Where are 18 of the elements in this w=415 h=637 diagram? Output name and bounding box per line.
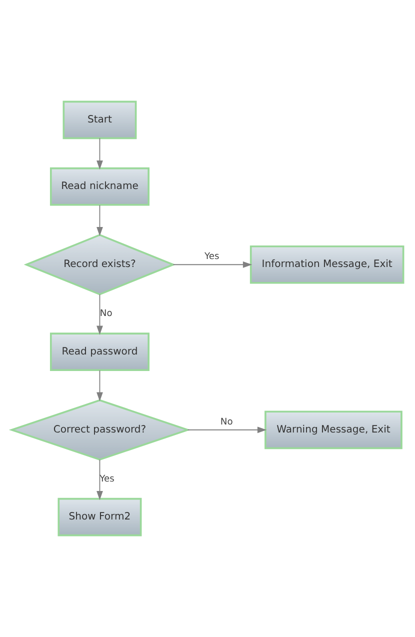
node-box: Read password (50, 332, 150, 371)
arrow (96, 294, 103, 335)
node-diamond: Record exists? (24, 234, 176, 296)
arrow (96, 204, 103, 236)
arrow (96, 370, 103, 402)
edge-label: No (100, 309, 112, 320)
arrow (172, 261, 252, 268)
node-box: Warning Message, Exit (264, 410, 402, 450)
node-box: Read nickname (50, 167, 150, 206)
arrow (96, 138, 103, 170)
edge-label: Yes (204, 252, 220, 262)
arrow (96, 459, 103, 500)
arrow (187, 426, 267, 434)
edge-label: No (220, 417, 233, 428)
node-box: Start (62, 100, 137, 140)
node-box: Show Form2 (58, 498, 142, 536)
node-diamond: Correct password? (8, 399, 191, 461)
node-box: Information Message, Exit (250, 245, 404, 284)
